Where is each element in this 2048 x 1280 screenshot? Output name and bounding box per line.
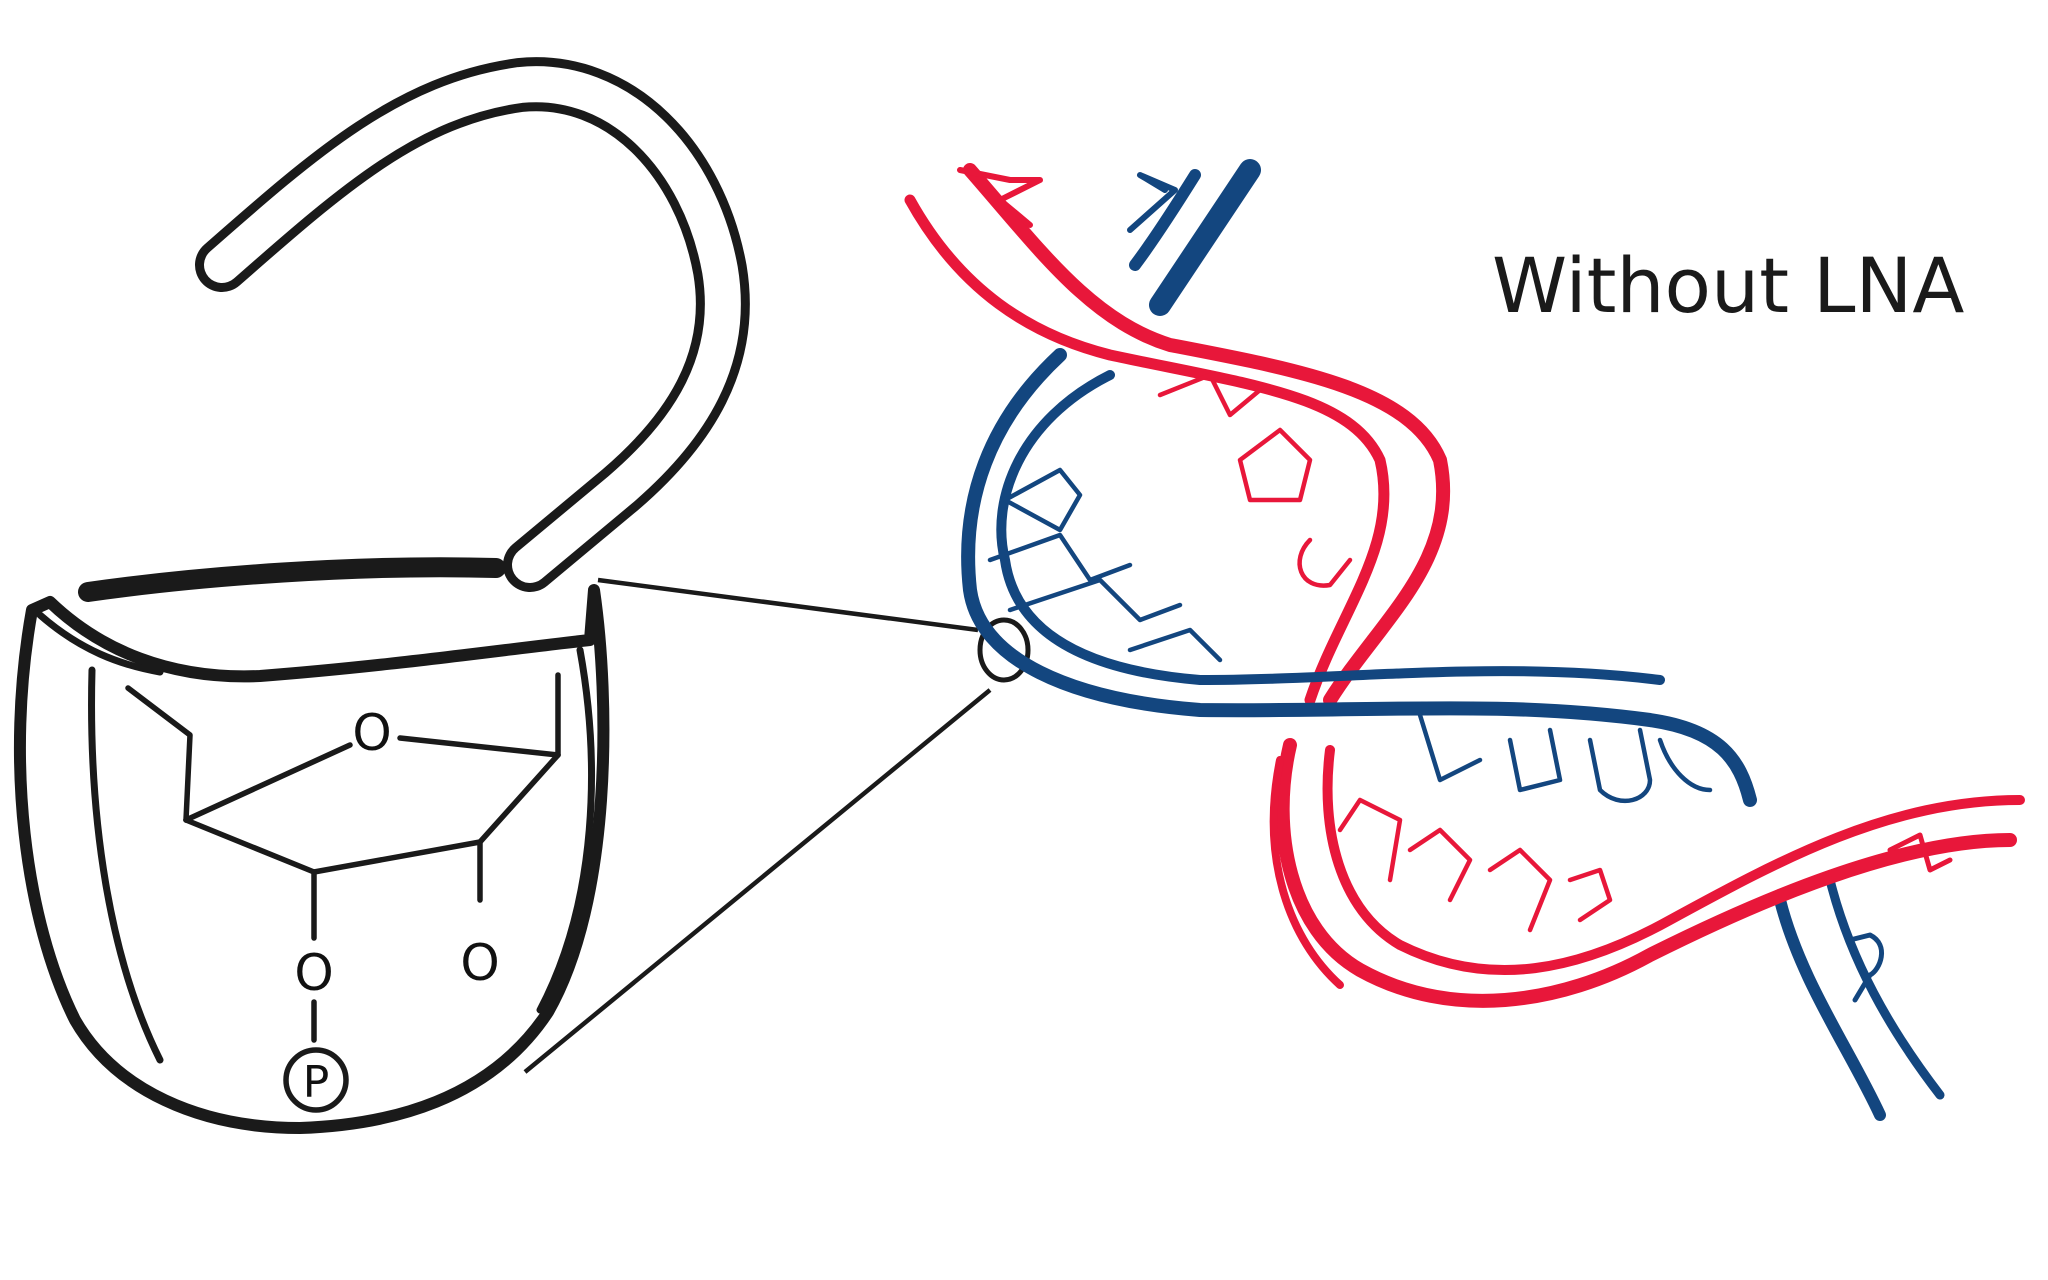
red-strand-inner <box>904 194 1390 706</box>
ring-oxygen-label: O <box>352 704 391 762</box>
ribose-structure <box>125 672 561 1113</box>
red-strand-back <box>963 163 1451 707</box>
padlock-rim <box>78 557 506 602</box>
blue-base-pairs-upper <box>987 467 1223 663</box>
padlock-body-inner <box>88 666 164 1064</box>
blue-strand-main <box>961 348 1757 807</box>
diagram-title: Without LNA <box>1492 241 1964 330</box>
padlock-body-outer <box>13 584 610 1134</box>
blue-strand-top <box>1149 159 1261 316</box>
blue-strand-lower <box>1774 894 1886 1121</box>
oxygen-3prime-label: O <box>294 944 333 1002</box>
red-base-pairs <box>1157 372 1353 588</box>
blue-base-pairs-lower <box>1417 712 1713 803</box>
open-padlock-icon <box>13 57 750 1134</box>
red-strand-lower <box>1275 738 2017 1008</box>
phosphate-label: P <box>303 1057 330 1108</box>
padlock-shackle <box>195 57 750 592</box>
red-base-pairs-lower <box>1337 797 1613 933</box>
phosphate-circle <box>283 1047 349 1113</box>
dna-double-helix <box>904 159 2025 1121</box>
oxygen-2prime-label: O <box>460 934 499 992</box>
